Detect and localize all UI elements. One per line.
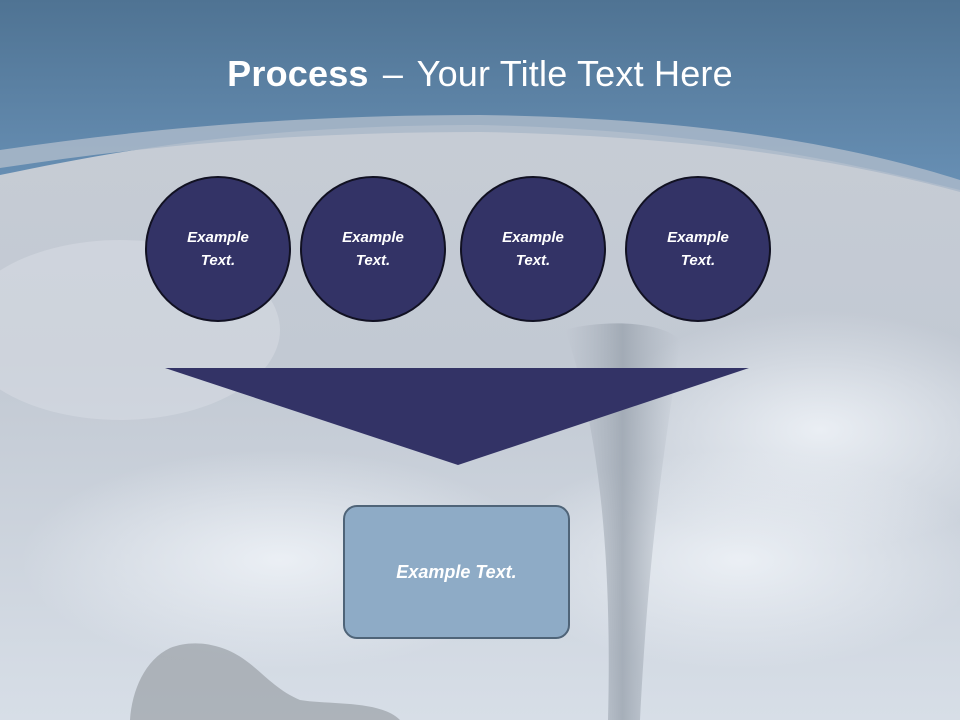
process-step-3: Example Text. <box>460 176 606 322</box>
process-step-label: Example Text. <box>187 229 249 269</box>
process-step-1: Example Text. <box>145 176 291 322</box>
process-step-label: Example Text. <box>667 229 729 269</box>
process-step-label: Example Text. <box>502 229 564 269</box>
result-label: Example Text. <box>396 561 517 582</box>
funnel-arrow-shape <box>165 368 749 465</box>
title-separator: – <box>382 53 404 94</box>
title-text: Your Title Text Here <box>416 53 733 94</box>
process-step-2: Example Text. <box>300 176 446 322</box>
result-box: Example Text. <box>343 505 570 639</box>
tornado-funnel <box>565 323 680 720</box>
slide-title: Process – Your Title Text Here <box>0 50 960 98</box>
title-bold: Process <box>227 53 369 94</box>
process-step-label: Example Text. <box>342 229 404 269</box>
header-arc <box>0 115 960 192</box>
process-step-4: Example Text. <box>625 176 771 322</box>
funnel-arrow <box>165 368 749 465</box>
tree-line <box>130 643 400 720</box>
